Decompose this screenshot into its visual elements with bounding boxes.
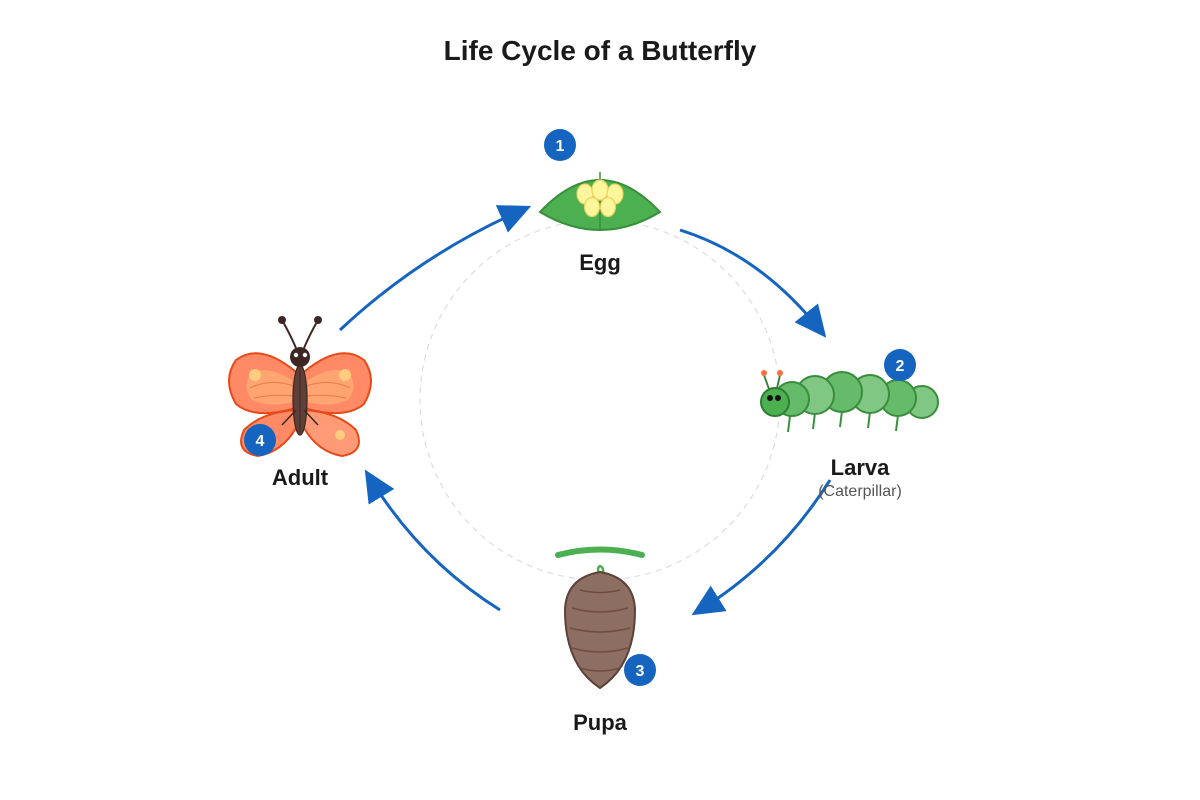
chrysalis-icon	[555, 546, 645, 690]
stage-adult: 4 Adult	[228, 316, 372, 490]
arrow-egg-to-larva	[679, 228, 827, 338]
stage-label-pupa: Pupa	[573, 710, 628, 735]
arrow-larva-to-pupa	[691, 479, 832, 616]
arrow-adult-to-egg	[338, 205, 532, 332]
caterpillar-icon	[760, 370, 939, 433]
stage-label-larva: Larva	[831, 455, 890, 480]
step-badge-1: 1	[544, 129, 576, 161]
stage-egg: 1 Egg	[538, 129, 662, 275]
step-number-2: 2	[896, 358, 905, 375]
diagram-title: Life Cycle of a Butterfly	[444, 35, 757, 66]
stage-larva: 2 Larva (Caterpillar)	[760, 349, 939, 500]
stage-pupa: 3 Pupa	[555, 546, 656, 735]
leaf-with-eggs-icon	[538, 172, 662, 231]
stage-label-adult: Adult	[272, 465, 329, 490]
stage-sublabel-larva: (Caterpillar)	[818, 483, 902, 500]
step-number-1: 1	[556, 138, 565, 155]
step-badge-2: 2	[884, 349, 916, 381]
step-number-4: 4	[256, 433, 265, 450]
step-badge-3: 3	[624, 654, 656, 686]
butterfly-icon	[228, 316, 372, 458]
step-badge-4: 4	[244, 424, 276, 456]
step-number-3: 3	[636, 663, 645, 680]
arrow-pupa-to-adult	[364, 469, 501, 612]
stage-label-egg: Egg	[579, 250, 621, 275]
